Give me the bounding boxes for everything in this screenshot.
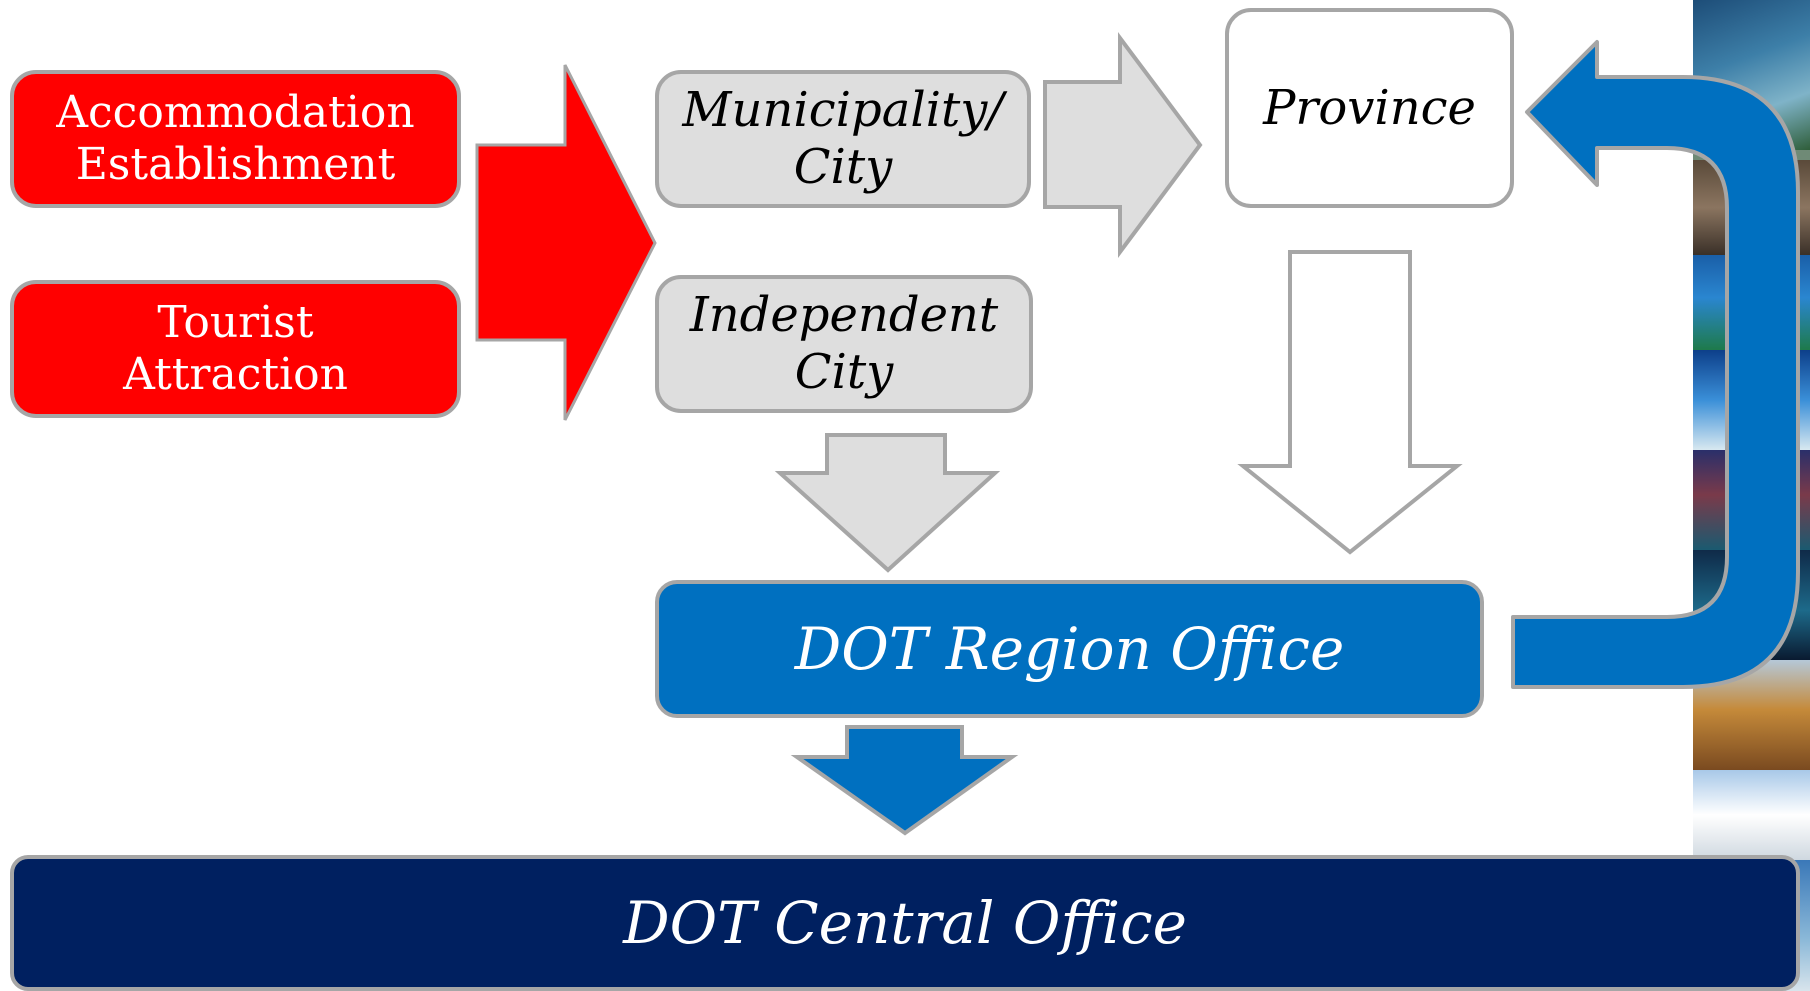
city-to-region-arrow (774, 433, 1001, 573)
tourist-line-1: Tourist (157, 297, 314, 349)
tourist-attraction-box: Tourist Attraction (10, 280, 461, 418)
municipality-line-2: City (793, 139, 893, 195)
province-box: Province (1225, 8, 1514, 208)
independent-city-box: Independent City (655, 275, 1033, 413)
independent-city-line-2: City (794, 344, 894, 400)
dot-region-office-box: DOT Region Office (655, 580, 1484, 718)
region-office-label: DOT Region Office (794, 614, 1345, 683)
independent-city-line-1: Independent (689, 287, 999, 344)
accommodation-line-2: Establishment (75, 139, 396, 190)
municipality-city-box: Municipality/ City (655, 70, 1031, 208)
tourist-line-2: Attraction (123, 349, 348, 400)
dot-central-office-box: DOT Central Office (10, 855, 1800, 991)
accommodation-establishment-box: Accommodation Establishment (10, 70, 461, 208)
province-to-region-arrow (1237, 250, 1463, 555)
region-to-province-feedback-arrow (1511, 40, 1800, 689)
photo-tile (1693, 770, 1810, 860)
accommodation-line-1: Accommodation (56, 87, 415, 139)
municipality-line-1: Municipality/ (682, 82, 1004, 139)
region-to-central-arrow (790, 725, 1019, 836)
red-merge-arrow (475, 64, 657, 421)
municipality-to-province-arrow (1043, 31, 1203, 259)
central-office-label: DOT Central Office (623, 888, 1187, 957)
province-label: Province (1263, 79, 1476, 136)
